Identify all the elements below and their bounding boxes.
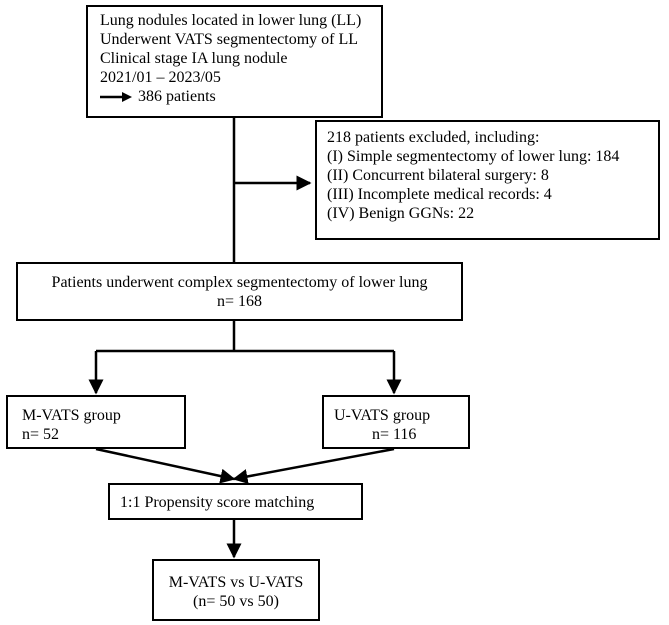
exclusion-box: 218 patients excluded, including: (I) Si…	[315, 120, 660, 240]
inclusion-line-4: 2021/01 – 2023/05	[100, 69, 221, 86]
mvats-label: M-VATS group	[22, 407, 121, 424]
uvats-label: U-VATS group	[334, 407, 431, 424]
psm-label: 1:1 Propensity score matching	[120, 494, 315, 511]
exclusion-line-5: (IV) Benign GGNs: 22	[327, 205, 475, 222]
final-line-1: M-VATS vs U-VATS	[168, 574, 304, 591]
inclusion-count-row: 386 patients	[100, 87, 381, 106]
final-line-2: (n= 50 vs 50)	[193, 593, 279, 610]
complex-segmentectomy-box: Patients underwent complex segmentectomy…	[16, 262, 463, 321]
uvats-count: n= 116	[372, 426, 417, 443]
exclusion-line-2: (I) Simple segmentectomy of lower lung: …	[327, 148, 620, 165]
uvats-group-box: U-VATS group n= 116	[322, 395, 470, 449]
inclusion-line-2: Underwent VATS segmentectomy of LL	[100, 31, 359, 48]
complex-line-2: n= 168	[216, 293, 263, 310]
exclusion-line-3: (II) Concurrent bilateral surgery: 8	[327, 167, 549, 184]
inclusion-line-3: Clinical stage IA lung nodule	[100, 50, 288, 67]
mvats-count: n= 52	[22, 426, 60, 443]
mvats-group-box: M-VATS group n= 52	[6, 395, 186, 449]
propensity-score-matching-box: 1:1 Propensity score matching	[108, 483, 363, 520]
arrow-mvats-to-psm	[95, 447, 236, 484]
final-comparison-box: M-VATS vs U-VATS (n= 50 vs 50)	[152, 559, 320, 621]
complex-line-1: Patients underwent complex segmentectomy…	[51, 274, 428, 291]
exclusion-line-1: 218 patients excluded, including:	[327, 129, 540, 146]
inclusion-line-1: Lung nodules located in lower lung (LL)	[100, 12, 362, 29]
right-arrow-icon	[100, 92, 132, 103]
arrow-uvats-to-psm	[232, 447, 395, 484]
exclusion-line-4: (III) Incomplete medical records: 4	[327, 186, 552, 203]
inclusion-criteria-box: Lung nodules located in lower lung (LL) …	[86, 5, 383, 118]
inclusion-patient-count: 386 patients	[138, 88, 216, 105]
